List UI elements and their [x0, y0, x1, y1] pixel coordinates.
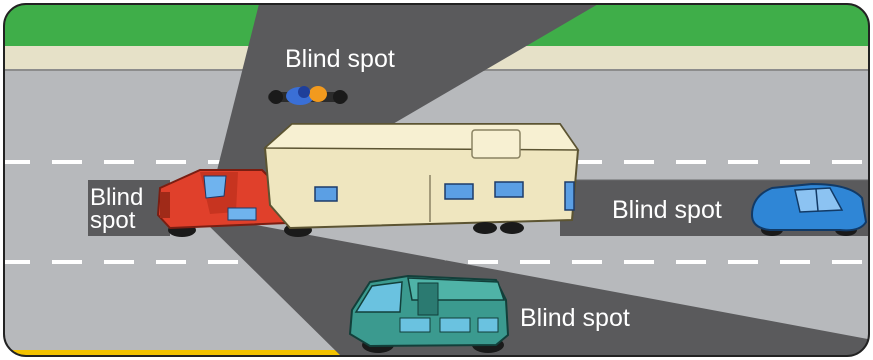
blind-spot-label-left-line2: spot [90, 207, 136, 234]
blind-spot-label-right: Blind spot [612, 196, 722, 224]
green-suv-icon [350, 276, 508, 353]
travel-trailer-icon [265, 124, 578, 234]
blue-car-icon [752, 184, 866, 236]
blind-spot-label-top: Blind spot [285, 45, 395, 73]
blind-spot-label-bottom: Blind spot [520, 304, 630, 332]
